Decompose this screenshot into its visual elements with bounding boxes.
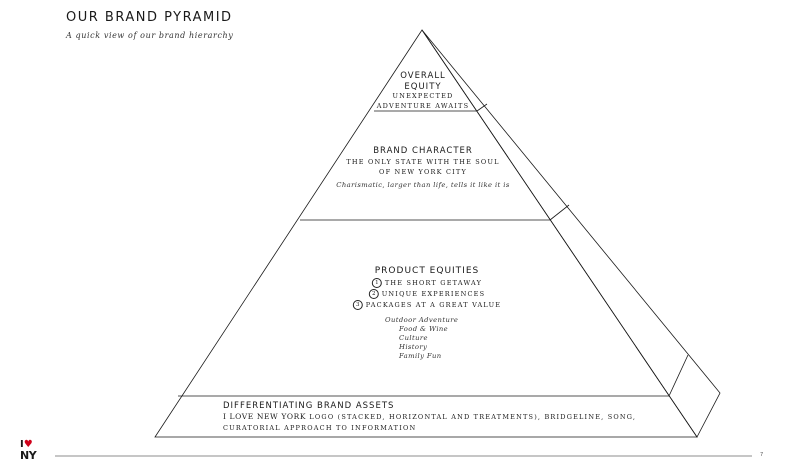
heart-icon: ♥	[23, 439, 33, 450]
number-badge: 1	[371, 278, 382, 288]
i-love-ny-logo: I♥ NY	[20, 440, 48, 466]
overall-tagline-line2: ADVENTURE AWAITS	[376, 102, 470, 110]
overall-equity-tagline: UNEXPECTED ADVENTURE AWAITS	[377, 91, 469, 111]
page-title: OUR BRAND PYRAMID	[66, 10, 233, 25]
brand-assets-line1: I LOVE NEW YORK LOGO (STACKED, HORIZONTA…	[223, 412, 636, 422]
logo-ny: NY	[20, 449, 37, 462]
product-equities-heading: PRODUCT EQUITIES	[374, 266, 480, 276]
overall-heading-line2: EQUITY	[404, 82, 442, 92]
number-badge: 3	[352, 300, 363, 310]
tier-divider-3-side	[668, 354, 689, 397]
category-item: Outdoor Adventure	[385, 316, 459, 324]
brand-assets-strong: I LOVE NEW YORK	[223, 412, 307, 421]
brand-character-heading: BRAND CHARACTER	[373, 146, 473, 156]
category-item: Food & Wine	[399, 325, 449, 333]
brand-assets-heading: DIFFERENTIATING BRAND ASSETS	[223, 401, 395, 411]
tier-divider-2-side	[549, 204, 570, 221]
product-categories: Outdoor Adventure Food & Wine Culture Hi…	[385, 316, 458, 361]
pyramid-side-face	[421, 29, 721, 438]
page-subtitle: A quick view of our brand hierarchy	[66, 31, 234, 40]
logo-i: I	[20, 439, 24, 450]
product-item-label: THE SHORT GETAWAY	[384, 279, 483, 287]
tier-divider-1-side	[476, 103, 488, 112]
brand-assets-line2: CURATORIAL APPROACH TO INFORMATION	[223, 424, 417, 432]
character-tagline-line2: OF NEW YORK CITY	[379, 168, 467, 176]
product-item-label: PACKAGES AT A GREAT VALUE	[365, 301, 502, 309]
number-badge: 2	[368, 289, 379, 299]
overall-heading-line1: OVERALL	[400, 71, 446, 81]
brand-character-tagline: THE ONLY STATE WITH THE SOUL OF NEW YORK…	[346, 157, 499, 177]
overall-equity-heading: OVERALL EQUITY	[400, 71, 446, 93]
overall-tagline-line1: UNEXPECTED	[392, 92, 454, 100]
brand-assets-rest: LOGO (STACKED, HORIZONTAL AND TREATMENTS…	[306, 413, 637, 421]
brand-character-description: Charismatic, larger than life, tells it …	[336, 181, 510, 189]
product-item-label: UNIQUE EXPERIENCES	[381, 290, 486, 298]
page-number: 7	[760, 452, 764, 458]
character-tagline-line1: THE ONLY STATE WITH THE SOUL	[346, 158, 500, 166]
category-item: Culture	[399, 334, 428, 342]
category-item: Family Fun	[399, 352, 442, 360]
category-item: History	[399, 343, 428, 351]
